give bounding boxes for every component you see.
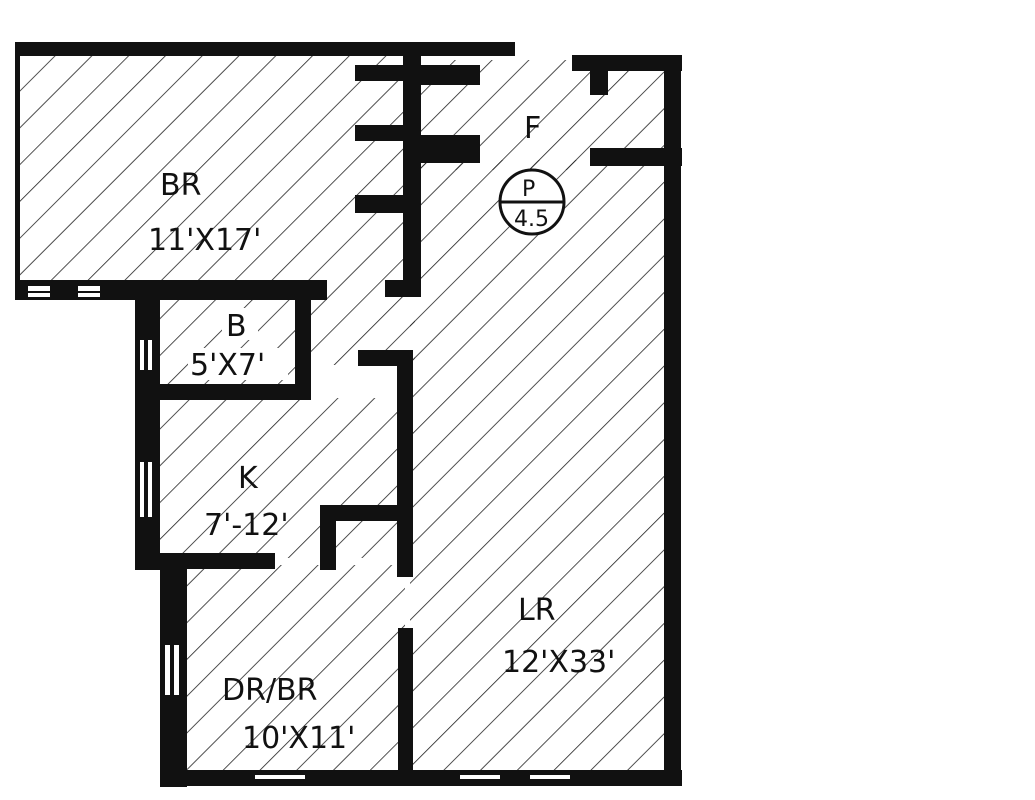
symbol-bottom: 4.5	[514, 207, 549, 232]
kitchen-floor	[160, 398, 400, 558]
wall-closet-bottom	[590, 148, 682, 166]
room-lr-name: LR	[518, 593, 556, 628]
room-bath-name: B	[226, 309, 247, 344]
window	[174, 645, 179, 695]
window	[140, 462, 144, 517]
wall-br-notch	[355, 65, 405, 81]
wall-foyer-stub	[420, 65, 480, 85]
symbol-top: P	[522, 177, 535, 202]
window	[28, 286, 50, 291]
wall-br-notch3	[355, 195, 405, 213]
room-br: BR 11'X17'	[148, 168, 261, 258]
room-foyer: F	[524, 111, 541, 146]
room-br-name: BR	[160, 168, 201, 203]
room-bath: B 5'X7'	[188, 308, 288, 383]
window	[148, 340, 152, 370]
room-foyer-name: F	[524, 111, 541, 146]
wall-left-lower	[160, 562, 187, 787]
wall-closet-box-left	[320, 505, 336, 570]
room-lr: LR 12'X33'	[502, 593, 615, 680]
circle-symbol: P 4.5	[498, 168, 566, 236]
room-kitchen-size: 7'-12'	[204, 508, 289, 543]
wall-kitchen-right	[397, 352, 413, 577]
wall-top	[15, 42, 515, 56]
room-dr-br-size: 10'X11'	[242, 721, 355, 756]
br-floor	[15, 55, 410, 285]
window	[148, 462, 152, 517]
wall-right	[664, 55, 681, 785]
room-br-size: 11'X17'	[148, 223, 261, 258]
room-bath-size: 5'X7'	[190, 348, 265, 383]
wall-br-notch2	[355, 125, 405, 141]
window	[530, 775, 570, 779]
room-dr-br-name: DR/BR	[222, 673, 317, 708]
wall-closet-box-top	[330, 505, 410, 521]
wall-dr-right	[398, 628, 413, 785]
window	[140, 340, 144, 370]
window	[28, 293, 50, 297]
window	[78, 293, 100, 297]
room-lr-size: 12'X33'	[502, 645, 615, 680]
wall-br-right	[403, 55, 421, 297]
wall-bath-right	[295, 290, 311, 395]
windows	[28, 286, 570, 779]
wall-bath-bottom	[135, 384, 311, 400]
dr-br-floor	[185, 565, 405, 775]
window	[78, 286, 100, 291]
room-kitchen-name: K	[238, 461, 259, 496]
window	[165, 645, 170, 695]
room-dr-br: DR/BR 10'X11'	[222, 673, 355, 756]
wall-left-upper	[15, 42, 20, 287]
wall-kitchen-bottom	[135, 553, 275, 569]
wall-br-notch4	[385, 280, 421, 297]
wall-left-mid	[135, 285, 160, 570]
lr-floor	[410, 160, 668, 775]
window	[255, 775, 305, 779]
window	[460, 775, 500, 779]
wall-kitchen-stub	[358, 350, 413, 366]
wall-closet-left	[590, 55, 608, 95]
wall-bottom	[160, 770, 682, 786]
wall-foyer-stub2	[420, 135, 480, 163]
room-kitchen: K 7'-12'	[204, 461, 289, 543]
wall-br-bottom	[15, 280, 327, 300]
